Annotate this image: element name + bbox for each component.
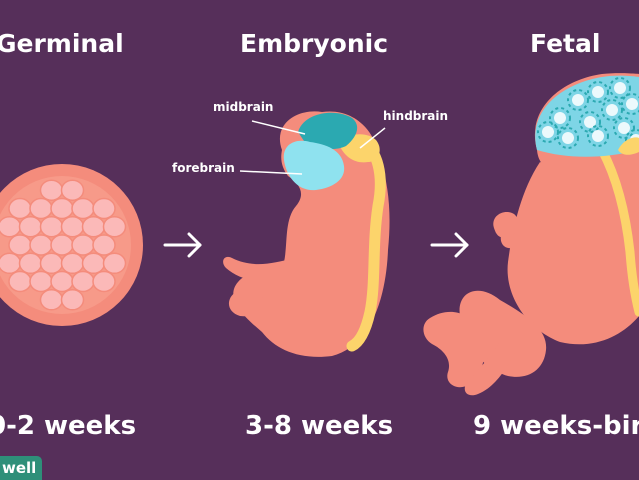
brain-fold-outline bbox=[537, 121, 559, 143]
embryo-spine bbox=[346, 136, 386, 352]
cell bbox=[29, 270, 53, 293]
brain-fold bbox=[592, 130, 604, 142]
cell bbox=[102, 215, 127, 238]
cell bbox=[102, 252, 127, 275]
brain-fold-outline bbox=[621, 93, 639, 115]
cell bbox=[18, 215, 43, 238]
cell bbox=[39, 215, 64, 238]
fetus-spine bbox=[597, 145, 639, 317]
midbrain-pointer bbox=[251, 120, 306, 135]
cell bbox=[92, 270, 116, 293]
forebrain-label: forebrain bbox=[172, 161, 235, 175]
stage-duration-fetal: 9 weeks-birth bbox=[473, 411, 639, 441]
fetus-brain bbox=[535, 75, 639, 157]
cell bbox=[39, 289, 64, 311]
right-arrow-icon bbox=[430, 232, 469, 258]
cell bbox=[71, 197, 95, 220]
stage-duration-germinal: 0-2 weeks bbox=[0, 411, 137, 441]
brand-logo: well bbox=[0, 456, 43, 480]
cell-group bbox=[0, 179, 127, 311]
brain-label-pointers bbox=[239, 120, 386, 175]
brain-fold-outline bbox=[557, 127, 579, 149]
brain-fold-outline bbox=[587, 125, 609, 147]
brain-fold-outline bbox=[587, 81, 609, 103]
cell bbox=[71, 270, 95, 293]
brain-fold bbox=[584, 116, 596, 128]
brain-fold-pattern bbox=[537, 77, 639, 151]
stage-title-germinal: Germinal bbox=[0, 29, 124, 58]
brain-fold-outline bbox=[601, 99, 623, 121]
midbrain-region bbox=[298, 112, 358, 150]
cell bbox=[50, 197, 74, 220]
brain-fold bbox=[554, 112, 566, 124]
hindbrain-pointer bbox=[359, 127, 386, 149]
hindbrain-label: hindbrain bbox=[383, 109, 449, 123]
cell bbox=[60, 289, 85, 311]
forebrain-region bbox=[283, 140, 345, 191]
cell bbox=[92, 197, 116, 220]
cell bbox=[0, 252, 22, 275]
forebrain-pointer bbox=[239, 170, 303, 175]
brain-fold-outline bbox=[625, 129, 639, 151]
brain-fold bbox=[562, 132, 574, 144]
cell bbox=[0, 215, 22, 238]
brain-fold bbox=[592, 86, 604, 98]
cell bbox=[50, 234, 74, 256]
cell bbox=[8, 197, 32, 220]
cell bbox=[39, 179, 64, 201]
cell bbox=[81, 252, 106, 275]
germinal-cell-cluster bbox=[0, 164, 143, 326]
cell bbox=[8, 234, 32, 256]
embryo-figure bbox=[223, 111, 390, 357]
fetus-figure bbox=[423, 73, 639, 396]
cell bbox=[71, 234, 95, 256]
brain-fold bbox=[614, 82, 626, 94]
cell bbox=[29, 197, 53, 220]
stage-duration-embryonic: 3-8 weeks bbox=[245, 411, 394, 441]
cell bbox=[81, 215, 106, 238]
fetus-hand bbox=[493, 211, 519, 238]
brain-fold-outline bbox=[609, 77, 631, 99]
brain-fold bbox=[606, 104, 618, 116]
stage-title-fetal: Fetal bbox=[530, 29, 601, 58]
cell bbox=[39, 252, 64, 275]
brain-fold bbox=[572, 94, 584, 106]
brain-fold bbox=[626, 98, 638, 110]
fetus-foot bbox=[423, 311, 484, 388]
right-arrow-icon bbox=[163, 232, 202, 258]
cell bbox=[29, 234, 53, 256]
stage-title-embryonic: Embryonic bbox=[240, 29, 389, 58]
midbrain-label: midbrain bbox=[213, 100, 274, 114]
cell bbox=[18, 252, 43, 275]
embryo-leg-bud bbox=[228, 292, 263, 317]
brain-fold-outline bbox=[549, 107, 571, 129]
cell bbox=[50, 270, 74, 293]
fetus-torso bbox=[507, 160, 639, 345]
cell bbox=[60, 215, 85, 238]
brain-fold bbox=[542, 126, 554, 138]
cell bbox=[60, 252, 85, 275]
cell bbox=[92, 234, 116, 256]
brain-fold bbox=[618, 122, 630, 134]
cell bbox=[60, 179, 85, 201]
fetus-brainstem bbox=[618, 137, 639, 155]
cell bbox=[8, 270, 32, 293]
brain-fold-outline bbox=[567, 89, 589, 111]
embryo-body bbox=[233, 111, 390, 357]
brain-fold-outline bbox=[579, 111, 601, 133]
brain-fold-outline bbox=[613, 117, 635, 139]
fetus-lower-leg bbox=[464, 338, 520, 396]
